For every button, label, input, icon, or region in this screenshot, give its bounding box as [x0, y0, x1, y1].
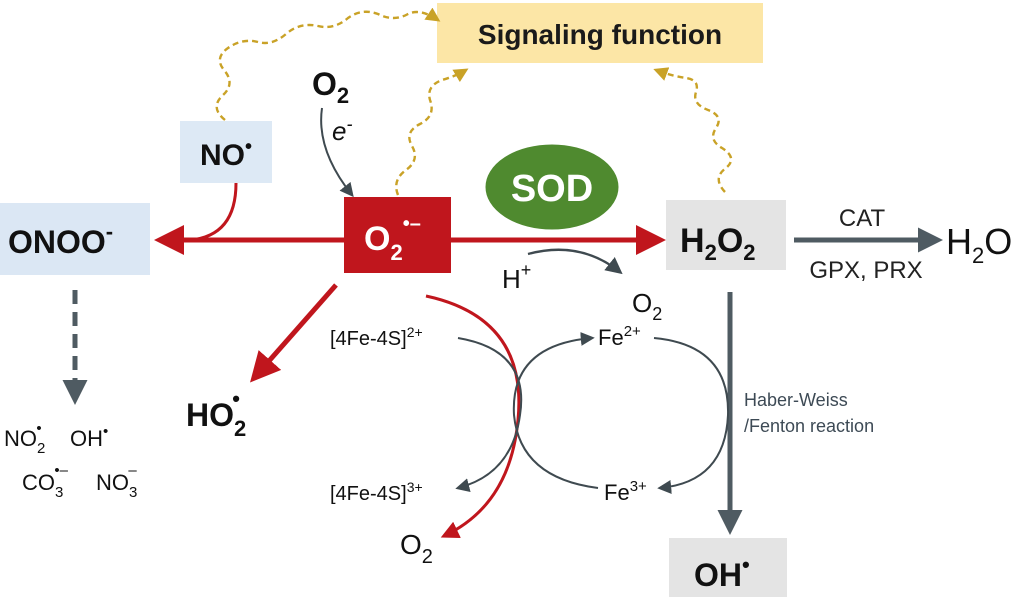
- arrow-to-o2-bottom: [425, 294, 521, 539]
- proton-label: H+: [502, 260, 531, 294]
- product-co3: CO3•–: [22, 462, 69, 501]
- h2o2-label: H2O2: [680, 222, 756, 265]
- o2-mid-label: O2: [632, 288, 662, 324]
- product-oh: OH•: [70, 423, 108, 451]
- signal-wave-left: [215, 7, 441, 121]
- peroxynitrite-label: ONOO-: [8, 219, 113, 260]
- haber-weiss-label: Haber-Weiss: [744, 390, 848, 410]
- oxygen-top-label: O2: [312, 66, 349, 108]
- fe2-label: Fe2+: [598, 323, 641, 350]
- signal-wave-right: [653, 67, 733, 193]
- o2-bottom-label: O2: [400, 529, 433, 568]
- sod-ellipse: [482, 141, 622, 233]
- proton-arrow: [527, 248, 623, 275]
- electron-label: e-: [332, 114, 352, 146]
- h2o2-box: [666, 200, 786, 270]
- superoxide-label: O2•–: [364, 213, 421, 265]
- superoxide-box: [344, 197, 451, 273]
- hydroxyl-label: OH•: [694, 552, 750, 593]
- fes-2plus-label: [4Fe-4S]2+: [330, 324, 423, 350]
- fenton-label: /Fenton reaction: [744, 416, 874, 436]
- arrow-to-ho2: [250, 283, 338, 383]
- hydroxyl-box: [669, 538, 787, 597]
- fes-3plus-label: [4Fe-4S]3+: [330, 479, 423, 505]
- fes-cycle-arc: [455, 337, 523, 492]
- onoo-box: [0, 203, 150, 275]
- product-no2: NO2•: [4, 420, 45, 457]
- fe3-label: Fe3+: [604, 478, 647, 505]
- signaling-box: [437, 3, 763, 63]
- water-label: H2O: [946, 221, 1012, 268]
- fe-cycle-left-arc: [512, 331, 599, 489]
- no-radical-label: NO•: [200, 136, 252, 172]
- signal-wave-center: [395, 68, 469, 196]
- no-curve: [189, 182, 238, 242]
- no-box: [180, 121, 272, 183]
- fe-cycle-right-arc: [653, 337, 730, 494]
- electron-arrow: [320, 107, 354, 198]
- cat-label: CAT: [839, 205, 886, 232]
- product-no3: NO3–: [96, 462, 137, 501]
- gpx-prx-label: GPX, PRX: [809, 257, 922, 284]
- ho2-label: HO2•: [186, 386, 246, 441]
- signaling-label: Signaling function: [478, 19, 722, 50]
- sod-label: SOD: [511, 168, 593, 210]
